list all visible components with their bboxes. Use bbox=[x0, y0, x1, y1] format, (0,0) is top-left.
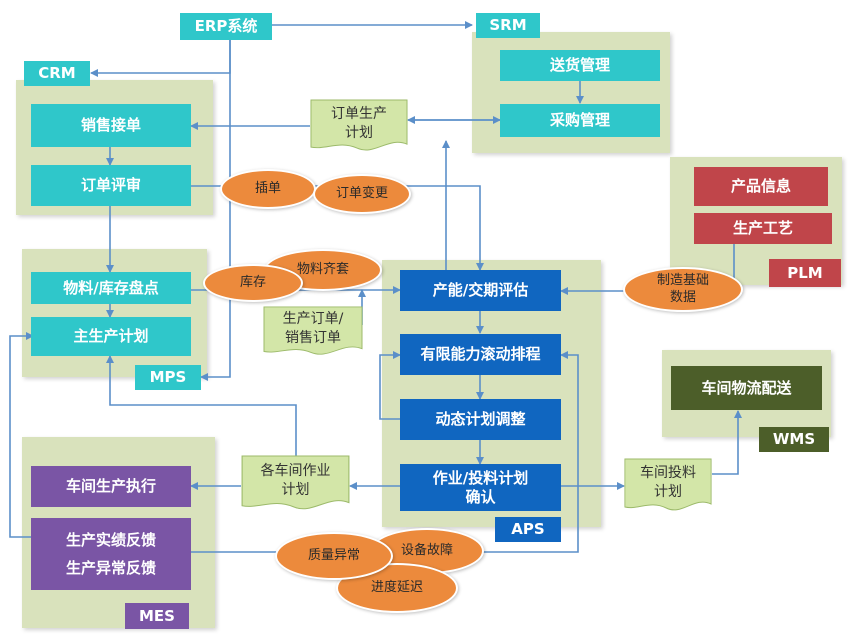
inventory-box: 物料/库存盘点 bbox=[31, 272, 191, 304]
arrow-workshop-master bbox=[106, 355, 297, 458]
workshop-plan-doc: 各车间作业 计划 bbox=[241, 455, 350, 513]
workshop-logistics: 车间物流配送 bbox=[671, 366, 822, 410]
capacity-evaluation: 产能/交期评估 bbox=[400, 270, 561, 311]
crm-label: CRM bbox=[24, 61, 90, 86]
dynamic-adjust: 动态计划调整 bbox=[400, 399, 561, 440]
manufacturing-data-event: 制造基础 数据 bbox=[623, 267, 743, 312]
arrow-feeding-wms bbox=[712, 410, 742, 475]
purchase-management: 采购管理 bbox=[500, 104, 660, 137]
feeding-plan-doc: 车间投料 计划 bbox=[624, 458, 712, 514]
arrow-erp-crm bbox=[90, 40, 231, 77]
product-info: 产品信息 bbox=[694, 167, 828, 206]
stock-event: 库存 bbox=[203, 264, 303, 302]
insert-order-event: 插单 bbox=[220, 169, 316, 209]
erp-system: ERP系统 bbox=[180, 13, 272, 40]
master-plan-box: 主生产计划 bbox=[31, 317, 191, 356]
finite-scheduling: 有限能力滚动排程 bbox=[400, 334, 561, 375]
quality-abnormal-event: 质量异常 bbox=[275, 532, 393, 580]
arrow-erp-mps bbox=[200, 40, 231, 381]
order-review-box: 订单评审 bbox=[31, 165, 191, 206]
plan-confirm: 作业/投料计划 确认 bbox=[400, 464, 561, 511]
arrow-feedback-master bbox=[9, 332, 34, 538]
wms-label: WMS bbox=[759, 427, 829, 452]
order-production-plan-doc: 订单生产 计划 bbox=[310, 99, 408, 154]
production-sales-order-doc: 生产订单/ 销售订单 bbox=[263, 306, 363, 358]
arrow-adjust-loop bbox=[379, 351, 401, 420]
sales-order-box: 销售接单 bbox=[31, 104, 191, 147]
mes-label: MES bbox=[125, 603, 189, 629]
plm-label: PLM bbox=[769, 259, 841, 287]
feeding-plan-text: 车间投料 计划 bbox=[640, 465, 696, 500]
srm-label: SRM bbox=[476, 13, 540, 38]
mps-label: MPS bbox=[135, 365, 201, 390]
order-change-event: 订单变更 bbox=[313, 174, 411, 214]
workshop-execution: 车间生产执行 bbox=[31, 466, 191, 507]
aps-label: APS bbox=[495, 517, 561, 542]
production-sales-order-text: 生产订单/ 销售订单 bbox=[282, 311, 344, 346]
production-process: 生产工艺 bbox=[694, 213, 832, 244]
delivery-management: 送货管理 bbox=[500, 50, 660, 81]
workshop-plan-text: 各车间作业 计划 bbox=[260, 463, 331, 498]
production-feedback: 生产实绩反馈 生产异常反馈 bbox=[31, 518, 191, 590]
order-production-plan-text: 订单生产 计划 bbox=[331, 105, 387, 141]
